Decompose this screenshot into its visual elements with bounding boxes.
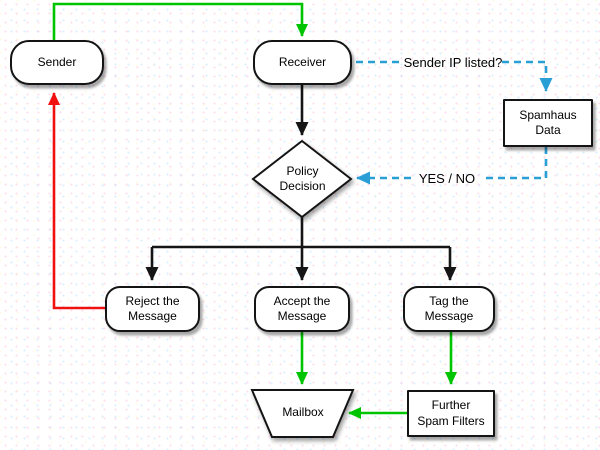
edge-spamhaus-to-policy-segment-1 [481, 147, 548, 180]
node-accept-the-message: Accept the Message [254, 286, 350, 332]
node-receiver: Receiver [253, 40, 352, 85]
edge-sender-to-receiver [52, 2, 308, 40]
edge-reject-to-sender [48, 92, 105, 310]
node-spamhaus-data: Spamhaus Data [503, 99, 593, 147]
node-tag-the-message: Tag the Message [403, 286, 495, 332]
node-sender: Sender [10, 40, 104, 85]
edge-receiver-to-spamhaus-segment-2 [502, 60, 553, 92]
node-reject-the-message: Reject the Message [105, 286, 200, 332]
node-mailbox-label: Mailbox [282, 405, 324, 420]
node-mailbox-shape [250, 389, 355, 438]
node-further-spam-filters: Further Spam Filters [407, 390, 495, 437]
node-policy-decision-label: Policy Decision [279, 163, 326, 193]
edge-label-sender-ip-listed: Sender IP listed? [403, 54, 503, 70]
edge-label-yes-no: YES / NO [418, 170, 476, 186]
